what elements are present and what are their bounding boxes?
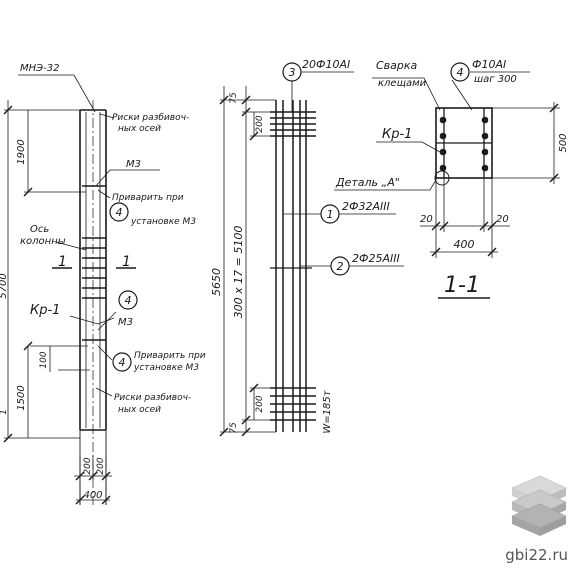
watermark-logo: gbi22.ru xyxy=(505,475,568,564)
stirrups-top-group xyxy=(270,111,316,137)
frame-label-section: Кр-1 xyxy=(382,127,412,142)
dim-20-right: 20 xyxy=(496,214,509,225)
section-bar xyxy=(439,148,447,156)
section-bar xyxy=(481,116,489,124)
dim-top-1900: 1900 xyxy=(16,139,27,164)
bar-4-spec: Ф10АI xyxy=(472,58,506,71)
dim-400-left: 400 xyxy=(83,490,102,501)
callout-circle-left-mid xyxy=(118,290,138,310)
section-bar xyxy=(481,164,489,172)
dim-20-left: 20 xyxy=(420,214,433,225)
part-mark-m3-bottom: М3 xyxy=(118,317,133,328)
axis-marks-note-bottom-2: ных осей xyxy=(118,405,161,415)
callout-1-number: 1 xyxy=(327,208,334,221)
section-bar xyxy=(439,132,447,140)
weld-note-top-1: Приварить при xyxy=(112,193,184,203)
dim-1500: 1500 xyxy=(16,385,27,410)
section-bar xyxy=(439,116,447,124)
dim-spacing: 300 x 17 = 5100 xyxy=(232,226,245,319)
detail-a-label: Деталь „А" xyxy=(335,176,400,189)
callout-3-number: 3 xyxy=(289,66,296,79)
bar-1-spec: 2Ф32АIII xyxy=(342,200,390,213)
section-dimensions xyxy=(420,102,560,258)
callout-circle-left-bottom xyxy=(112,352,132,372)
axis-marks-note-top: Риски разбивоч- xyxy=(112,113,189,123)
section-leaders xyxy=(334,71,530,191)
dim-total-5650: 5650 xyxy=(210,268,223,296)
detail-a-circle xyxy=(434,170,450,186)
section-title: 1-1 xyxy=(444,273,480,298)
stirrups-bottom-group xyxy=(270,387,316,421)
bar-2-spec: 2Ф25АIII xyxy=(352,252,400,265)
dim-200-top: 200 xyxy=(255,115,265,132)
section-dimension-ticks xyxy=(431,103,559,257)
dim-total-5700: 5700 xyxy=(0,273,9,298)
dim-1: 1 xyxy=(0,409,9,415)
section-bars xyxy=(439,116,489,172)
bar-4-step: шаг 300 xyxy=(474,74,517,85)
callout-2-number: 2 xyxy=(337,260,344,273)
dim-75-top: 75 xyxy=(229,92,239,104)
frame-label-left: Кр-1 xyxy=(30,303,60,318)
axis-marks-note-bottom: Риски разбивоч- xyxy=(114,393,191,403)
dim-500: 500 xyxy=(558,133,569,152)
dim-200-b: 200 xyxy=(96,457,106,474)
left-leaders xyxy=(18,74,160,397)
section-bar xyxy=(481,132,489,140)
watermark-site: gbi22.ru xyxy=(505,546,568,564)
axis-label-2: колонны xyxy=(20,236,66,247)
section-mark-right: 1 xyxy=(122,254,131,270)
weight-label: W=185т xyxy=(322,389,333,433)
bar-3-spec: 20Ф10АI xyxy=(302,58,350,71)
axis-marks-note-top-2: ных осей xyxy=(118,124,161,134)
part-mark-top: МНЭ-32 xyxy=(20,63,59,74)
section-mark-left: 1 xyxy=(58,254,67,270)
logo-slab-bottom-side-left xyxy=(512,516,540,536)
section-bar xyxy=(481,148,489,156)
callout-circle-4 xyxy=(450,62,470,82)
dim-100: 100 xyxy=(39,351,49,368)
middle-dimensions xyxy=(220,86,276,433)
left-dimension-ticks xyxy=(3,105,111,505)
weld-label-1: Сварка xyxy=(376,59,418,72)
dim-200-a: 200 xyxy=(83,457,93,474)
dim-400-section: 400 xyxy=(454,238,475,251)
left-stirrups xyxy=(82,185,106,341)
axis-label-1: Ось xyxy=(30,224,49,235)
weld-note-bottom-1: Приварить при xyxy=(134,351,206,361)
callout-4-number: 4 xyxy=(457,66,464,79)
callout-circle-left-top xyxy=(109,202,129,222)
logo-slab-bottom-side-right xyxy=(540,516,566,536)
reinforcement-cage-view: 3 20Ф10АI 1 2Ф32АIII 2 2Ф25АIII xyxy=(210,58,404,437)
dim-200-bottom: 200 xyxy=(255,395,265,412)
callout-left-bottom-number: 4 xyxy=(119,356,126,369)
weld-note-bottom-2: установке М3 xyxy=(133,363,199,373)
callout-left-top-number: 4 xyxy=(116,206,123,219)
weld-note-top-2: установке М3 xyxy=(130,217,196,227)
left-elevation-view: МНЭ-32 Риски разбивоч- ных осей 1900 М3 … xyxy=(0,63,206,505)
callout-left-mid-number: 4 xyxy=(125,294,132,307)
middle-dimension-ticks xyxy=(219,95,259,437)
dim-75-bottom: 75 xyxy=(229,422,239,434)
section-bar xyxy=(439,164,447,172)
part-mark-m3-top: М3 xyxy=(126,159,141,170)
left-column-outline xyxy=(79,109,107,431)
weld-label-2: клещами xyxy=(378,78,427,89)
section-1-1-view: 4 Сварка клещами Ф10АI шаг 300 Кр- xyxy=(334,58,569,299)
